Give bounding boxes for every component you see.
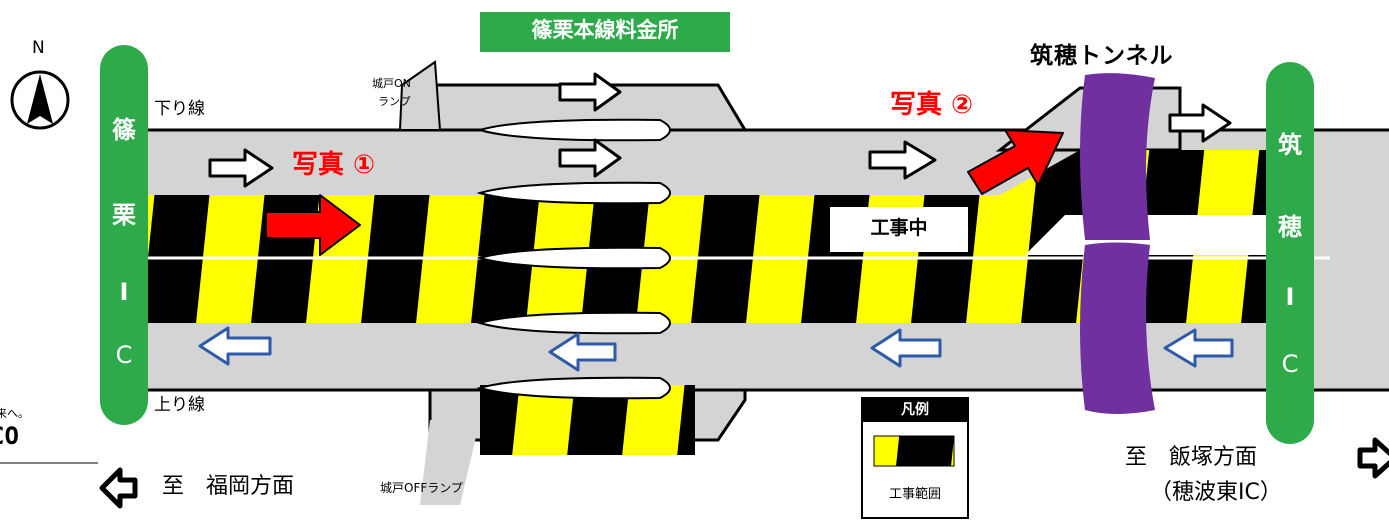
cropped-text-line2: CO	[0, 422, 19, 450]
construction-label: 工事中	[870, 217, 928, 239]
west-direction-label: 至 福岡方面	[162, 474, 295, 499]
up-direction-arrows	[198, 326, 1234, 372]
photo-1-label: 写真 ①	[292, 150, 376, 180]
east-ic-char-4: C	[1281, 350, 1299, 378]
photo-1-arrow-icon	[265, 194, 361, 256]
compass-label: N	[32, 38, 45, 58]
arrow-left-icon	[548, 332, 617, 372]
toll-gate-box	[480, 12, 730, 52]
arrow-right-icon	[1168, 103, 1232, 143]
west-ic-char-1: 篠	[112, 116, 136, 144]
east-direction-label-line2: （穂波東IC）	[1150, 480, 1282, 505]
arrow-right-icon	[558, 138, 622, 178]
east-ic-char-3: I	[1285, 283, 1295, 311]
west-ic-char-4: C	[115, 341, 133, 369]
east-ic-char-2: 穂	[1278, 213, 1302, 241]
east-direction-label-line1: 至 飯塚方面	[1125, 445, 1258, 470]
legend-item-label: 工事範囲	[888, 487, 941, 502]
interchange-markers	[100, 45, 1314, 444]
legend	[861, 397, 969, 519]
compass-icon	[10, 70, 70, 130]
arrow-right-icon	[558, 72, 622, 112]
on-ramp-label-line2: ランプ	[378, 95, 411, 108]
down-direction-arrows	[208, 72, 1232, 188]
arrow-right-icon	[868, 140, 937, 180]
arrow-right-icon	[208, 148, 274, 188]
toll-booth-islands	[476, 118, 671, 400]
down-lane-label: 下り線	[154, 99, 205, 119]
photo-arrows	[265, 129, 1064, 256]
legend-title: 凡例	[901, 402, 929, 418]
arrow-left-icon	[1163, 328, 1234, 368]
arrow-left-icon	[198, 326, 272, 366]
west-ic-char-2: 栗	[112, 201, 136, 229]
arrow-left-icon	[870, 328, 942, 368]
east-ic-char-1: 筑	[1278, 131, 1302, 159]
off-ramp-label: 城戸OFFランプ	[380, 481, 463, 495]
west-arrow-icon	[99, 467, 138, 509]
photo-2-arrow-icon	[967, 129, 1064, 195]
west-ic-char-3: I	[119, 278, 129, 306]
up-lane-label: 上り線	[154, 395, 205, 415]
toll-gate-label: 篠栗本線料金所	[531, 18, 679, 42]
tunnel-portals	[1080, 73, 1155, 414]
construction-label-box	[830, 207, 968, 252]
tunnel-label: 筑穂トンネル	[1030, 43, 1174, 69]
on-ramp-label-line1: 城戸ON	[372, 77, 411, 90]
cropped-text-line1: 来へ。	[0, 407, 29, 420]
east-arrow-icon	[1357, 437, 1389, 479]
photo-2-label: 写真 ②	[890, 90, 974, 120]
